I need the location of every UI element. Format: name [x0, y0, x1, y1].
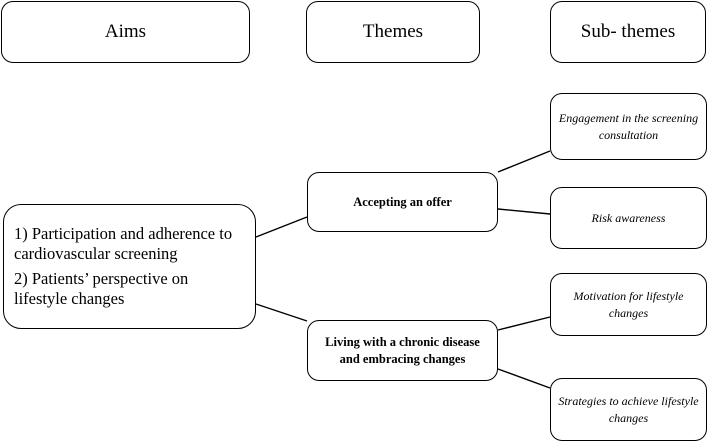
connector-accepting-to-engagement — [497, 150, 551, 173]
connector-aims-to-accepting — [255, 216, 308, 238]
subtheme-motivation: Motivation for lifestyle changes — [550, 273, 707, 336]
aim-1: 1) Participation and adherence to cardio… — [14, 223, 233, 263]
connector-living-to-strategies — [497, 368, 551, 389]
header-sub-themes: Sub- themes — [550, 1, 706, 63]
aim-2: 2) Patients’ perspective on lifestyle ch… — [14, 269, 189, 309]
connector-accepting-to-risk — [497, 208, 551, 215]
aims-box: 1) Participation and adherence to cardio… — [3, 204, 256, 329]
subtheme-strategies: Strategies to achieve lifestyle changes — [550, 378, 707, 441]
theme-living-with-chronic-disease: Living with a chronic disease and embrac… — [307, 320, 498, 381]
theme-accepting-an-offer: Accepting an offer — [307, 172, 498, 232]
subtheme-engagement: Engagement in the screening consultation — [550, 93, 707, 160]
connector-living-to-motivation — [497, 316, 551, 331]
header-aims: Aims — [1, 1, 250, 63]
connector-aims-to-living — [255, 303, 308, 322]
header-themes: Themes — [306, 1, 480, 63]
subtheme-risk-awareness: Risk awareness — [550, 187, 707, 249]
